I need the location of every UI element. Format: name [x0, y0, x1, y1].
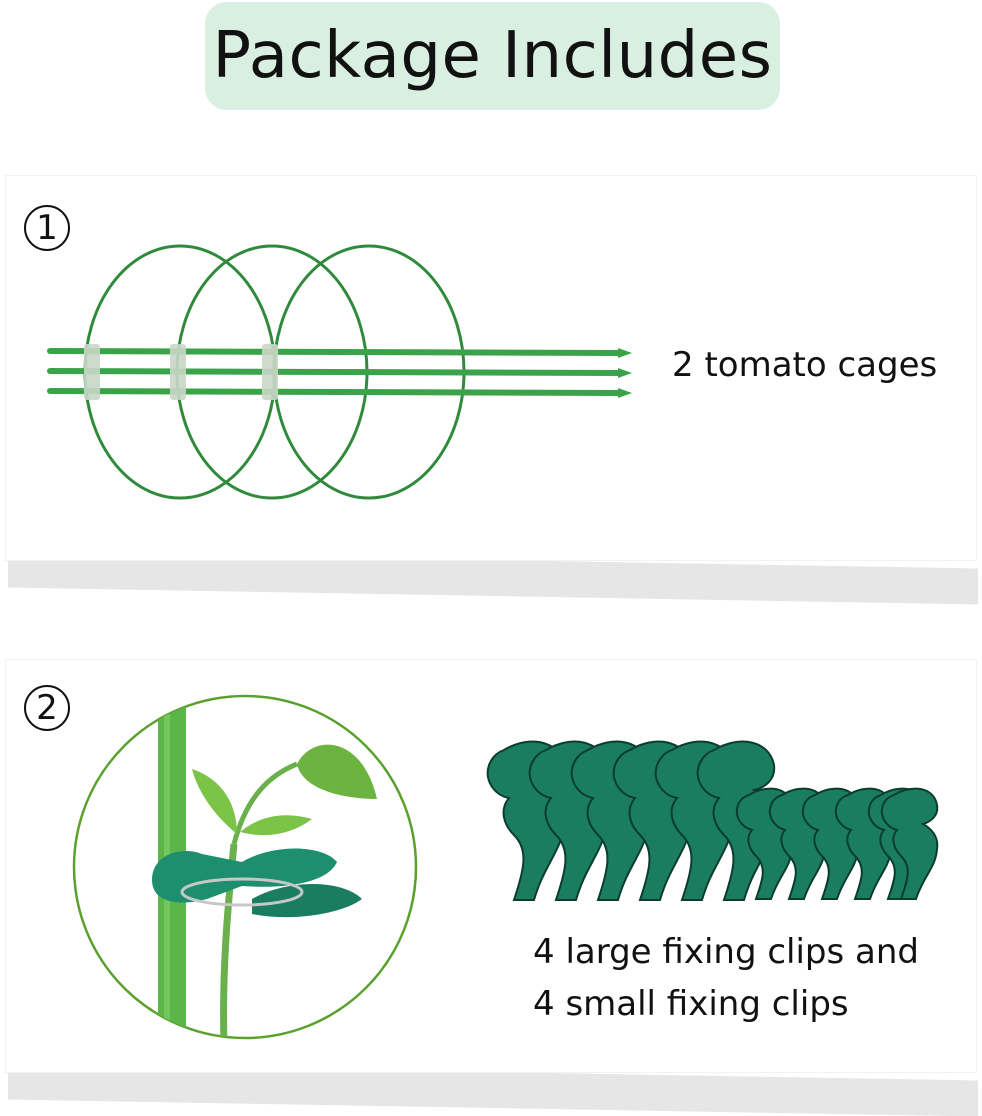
plant-clip-closeup-image [72, 694, 418, 1040]
section-2-number-badge: 2 [24, 685, 70, 731]
page-title: Package Includes [212, 19, 773, 93]
tomato-cage-image [47, 244, 632, 500]
title-banner: Package Includes [205, 2, 780, 110]
section-2-label-line-2: 4 small fixing clips [533, 984, 849, 1024]
fixing-clips-image [486, 740, 939, 901]
section-1-number-badge: 1 [24, 205, 70, 251]
section-1-label: 2 tomato cages [672, 345, 938, 385]
section-2-label-line-1: 4 large fixing clips and [533, 932, 919, 972]
